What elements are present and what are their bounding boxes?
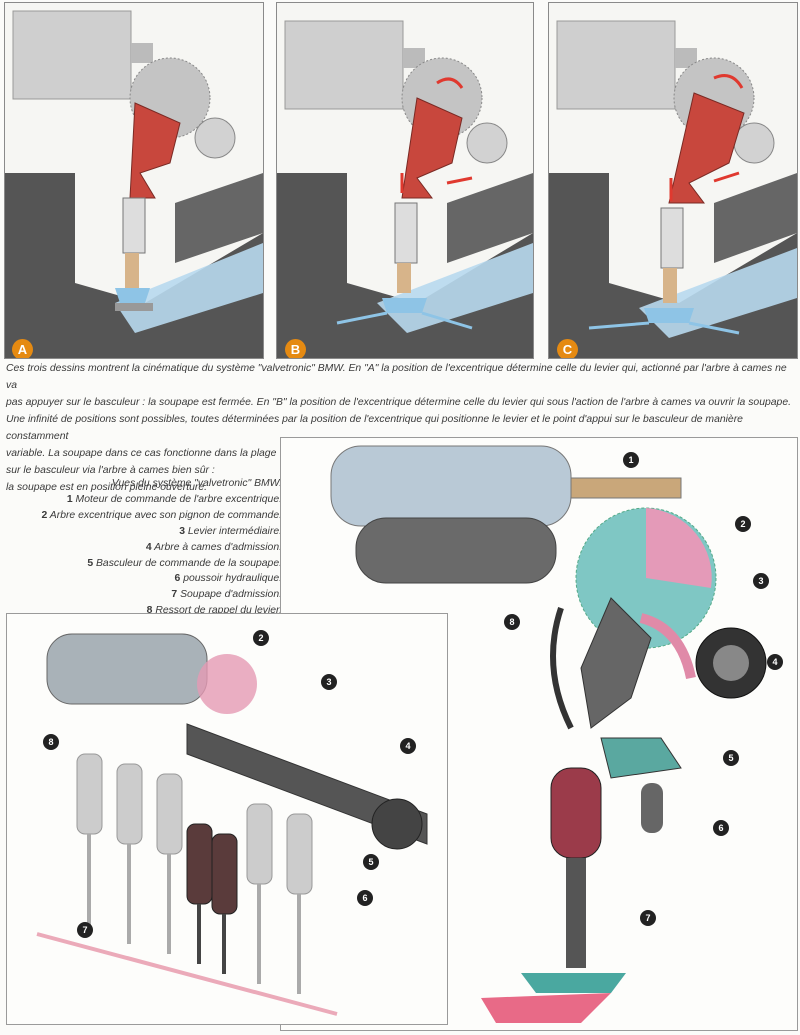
engine-perspective-view: 2 3 8 4 5 6 7	[6, 613, 448, 1025]
panel-label-badge: B	[285, 339, 306, 358]
legend-number: 8	[146, 605, 153, 617]
valvetronic-engine-illustration	[36, 633, 428, 1016]
callout-badge: 1	[623, 452, 639, 468]
legend-number: 6	[174, 573, 181, 585]
callout-badge: 8	[43, 734, 59, 750]
legend-text: Arbre à cames d'admission.	[154, 541, 282, 553]
valvetronic-exploded-illustration	[330, 445, 767, 1023]
valve-mechanism-partial-illustration	[277, 20, 533, 358]
caption-line: sur le basculeur via l'arbre à cames bie…	[6, 465, 215, 476]
callout-badge: 4	[767, 654, 783, 670]
legend-number: 7	[171, 589, 178, 601]
legend-item: 8 Ressort de rappel du levier.	[20, 603, 282, 619]
parts-legend: Vues du système "valvetronic" BMW. 1 Mot…	[20, 476, 283, 619]
legend-item: 2 Arbre excentrique avec son pignon de c…	[20, 508, 283, 524]
diagram-panel-c: C	[548, 2, 798, 359]
callout-badge: 7	[640, 910, 656, 926]
legend-item: 3 Levier intermédiaire.	[20, 524, 282, 540]
legend-item: 4 Arbre à cames d'admission.	[20, 540, 282, 556]
panel-label-badge: A	[12, 339, 33, 358]
legend-number: 4	[145, 541, 152, 553]
caption-line: la soupape est en position pleine ouvert…	[6, 482, 208, 493]
legend-number: 3	[179, 525, 185, 537]
callout-badge: 6	[713, 820, 729, 836]
panel-label-badge: C	[557, 339, 578, 358]
legend-text: Soupape d'admission.	[180, 589, 282, 601]
legend-text: Basculeur de commande de la soupape.	[96, 557, 282, 569]
callout-badge: 2	[253, 630, 269, 646]
diagram-panel-b: B	[276, 2, 534, 359]
legend-number: 2	[41, 509, 48, 521]
callout-badge: 3	[753, 573, 769, 589]
callout-badge: 7	[77, 922, 93, 938]
valve-mechanism-open-illustration	[549, 20, 797, 358]
legend-item: 1 Moteur de commande de l'arbre excentri…	[20, 492, 282, 508]
callout-badge: 3	[321, 674, 337, 690]
legend-item: 7 Soupape d'admission.	[20, 587, 282, 603]
callout-badge: 8	[504, 614, 520, 630]
legend-text: Moteur de commande de l'arbre excentriqu…	[75, 493, 282, 505]
callout-badge: 2	[735, 516, 751, 532]
caption-line: Une infinité de positions sont possibles…	[6, 414, 743, 442]
legend-number: 5	[87, 557, 94, 569]
callout-badge: 4	[400, 738, 416, 754]
callout-badge: 5	[363, 854, 379, 870]
legend-item: 5 Basculeur de commande de la soupape.	[20, 556, 282, 572]
callout-badge: 5	[723, 750, 739, 766]
legend-text: Levier intermédiaire.	[187, 525, 282, 537]
diagram-panel-a: A	[4, 2, 264, 359]
valve-mechanism-closed-illustration	[5, 10, 263, 358]
legend-item: 6 poussoir hydraulique.	[20, 571, 282, 587]
caption-line: Ces trois dessins montrent la cinématiqu…	[6, 363, 787, 391]
legend-title: Vues du système "valvetronic" BMW.	[111, 478, 282, 489]
legend-text: poussoir hydraulique.	[183, 573, 282, 585]
legend-number: 1	[66, 493, 73, 505]
caption-line: pas appuyer sur le basculeur : la soupap…	[6, 397, 791, 408]
callout-badge: 6	[357, 890, 373, 906]
legend-text: Arbre excentrique avec son pignon de com…	[49, 509, 282, 521]
legend-text: Ressort de rappel du levier.	[155, 605, 282, 617]
